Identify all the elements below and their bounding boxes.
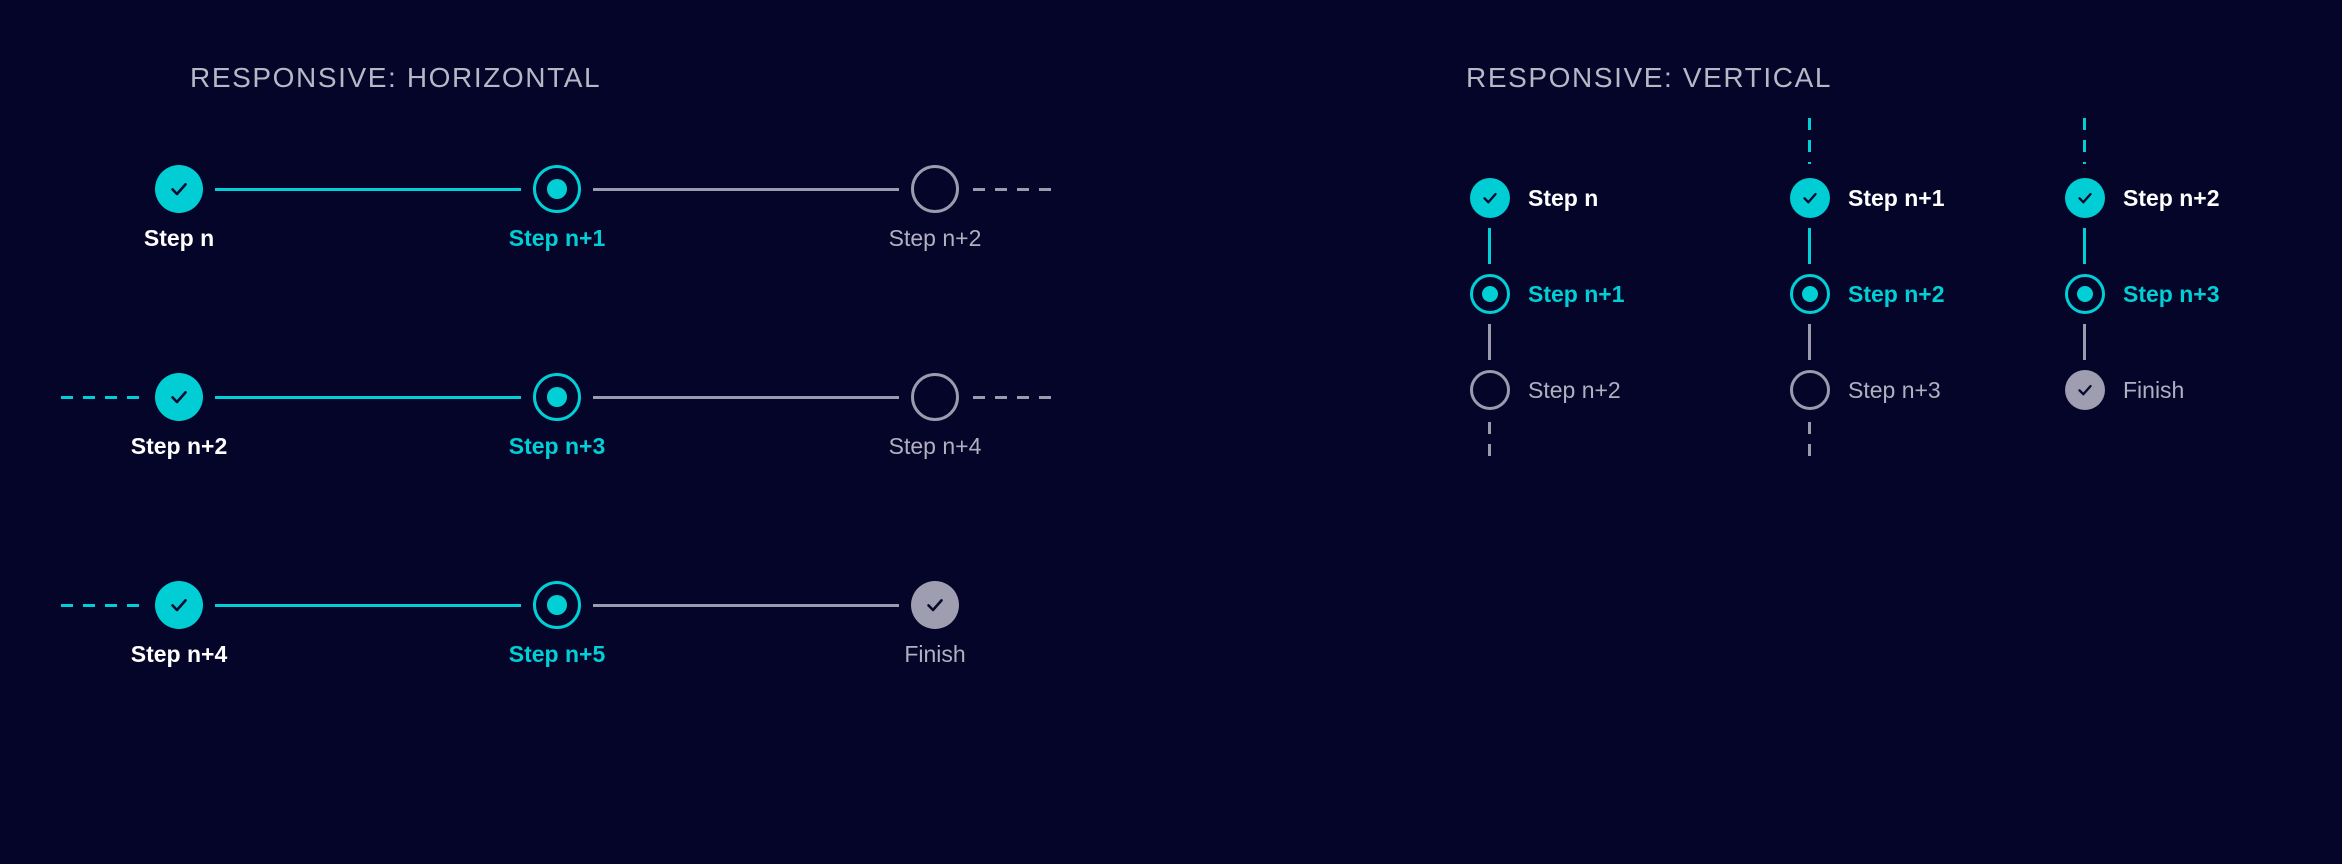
connector-trail-dashed [973, 188, 1057, 191]
stepper-node-row[interactable]: Step n+1 [1470, 274, 1890, 314]
stepper-node-label: Step n [143, 225, 215, 251]
horizontal-stepper-row: Step n+4 Step n+5 Finish [61, 581, 1095, 701]
connector-lead-dashed [61, 604, 139, 607]
stepper-node[interactable] [1790, 370, 1830, 410]
stepper-node[interactable] [2065, 370, 2105, 410]
stepper-node[interactable] [2065, 274, 2105, 314]
connector-segment [1488, 324, 1491, 360]
stepper-node-label: Step n+4 [130, 641, 228, 667]
connector-segment [2083, 228, 2086, 264]
step-complete-icon [1470, 178, 1510, 218]
stepper-node-row[interactable]: Finish [2065, 370, 2342, 410]
horizontal-stepper-row: Step n Step n+1 Step n+2 [144, 165, 1095, 285]
stepper-node-row[interactable]: Step n+3 [2065, 274, 2342, 314]
connector-lead-dashed [1808, 118, 1811, 164]
step-current-dot [1482, 286, 1498, 302]
stepper-node-label: Step n+2 [2123, 184, 2220, 211]
connector-segment [1808, 324, 1811, 360]
stepper-node-row[interactable]: Step n+2 [2065, 178, 2342, 218]
connector-segment [1808, 228, 1811, 264]
connector-segment [215, 604, 521, 607]
stepper-node[interactable] [533, 373, 581, 421]
step-current-dot [1802, 286, 1818, 302]
stepper-node-row[interactable]: Step n+1 [1790, 178, 2210, 218]
step-current-icon [2065, 274, 2105, 314]
stepper-node-row[interactable]: Step n+3 [1790, 370, 2210, 410]
stepper-node-label: Step n+3 [2123, 280, 2220, 307]
step-inactive-icon [911, 165, 959, 213]
step-current-icon [1470, 274, 1510, 314]
stepper-node[interactable] [911, 581, 959, 629]
stepper-node[interactable] [1470, 370, 1510, 410]
stepper-node-label: Step n+2 [888, 225, 982, 251]
connector-segment [593, 604, 899, 607]
step-complete-icon [2065, 178, 2105, 218]
stepper-node[interactable] [155, 165, 203, 213]
step-complete-icon [155, 581, 203, 629]
stepper-node-label: Finish [904, 641, 966, 667]
stepper-node-label: Step n+3 [1848, 376, 1941, 403]
connector-lead-dashed [2083, 118, 2086, 164]
stepper-node[interactable] [1790, 274, 1830, 314]
step-current-dot [547, 595, 567, 615]
connector-segment [593, 396, 899, 399]
connector-trail-dashed [973, 396, 1057, 399]
stepper-node[interactable] [911, 165, 959, 213]
connector-segment [1488, 228, 1491, 264]
step-current-icon [1790, 274, 1830, 314]
connector-segment [593, 188, 899, 191]
stepper-node-label: Step n+2 [1528, 376, 1621, 403]
stepper-node[interactable] [533, 581, 581, 629]
step-current-icon [533, 165, 581, 213]
vertical-section-title: RESPONSIVE: VERTICAL [1466, 62, 1833, 93]
step-current-icon [533, 373, 581, 421]
stepper-node[interactable] [911, 373, 959, 421]
step-complete-icon [1790, 178, 1830, 218]
stepper-node-label: Step n+3 [508, 433, 606, 459]
step-current-dot [2077, 286, 2093, 302]
connector-segment [2083, 324, 2086, 360]
stepper-node-label: Step n+1 [1848, 184, 1945, 211]
stepper-node[interactable] [155, 373, 203, 421]
stepper-node[interactable] [2065, 178, 2105, 218]
connector-trail-dashed [1488, 422, 1491, 466]
connector-segment [215, 188, 521, 191]
step-current-icon [533, 581, 581, 629]
step-finish-icon [2065, 370, 2105, 410]
connector-segment [215, 396, 521, 399]
step-current-dot [547, 179, 567, 199]
stepper-node[interactable] [1470, 178, 1510, 218]
step-complete-icon [155, 165, 203, 213]
stepper-node-label: Step n+2 [130, 433, 228, 459]
stepper-node-label: Step n+4 [888, 433, 982, 459]
stepper-node-label: Step n+2 [1848, 280, 1945, 307]
stepper-node-row[interactable]: Step n+2 [1790, 274, 2210, 314]
stepper-node[interactable] [155, 581, 203, 629]
stepper-node-row[interactable]: Step n+2 [1470, 370, 1890, 410]
step-inactive-icon [1470, 370, 1510, 410]
step-finish-icon [911, 581, 959, 629]
horizontal-stepper-row: Step n+2 Step n+3 Step n+4 [61, 373, 1095, 493]
stepper-node[interactable] [1470, 274, 1510, 314]
horizontal-section-title: RESPONSIVE: HORIZONTAL [190, 62, 602, 93]
step-inactive-icon [911, 373, 959, 421]
step-inactive-icon [1790, 370, 1830, 410]
stepper-node[interactable] [533, 165, 581, 213]
stepper-node-label: Step n+5 [508, 641, 606, 667]
stepper-node-label: Step n+1 [1528, 280, 1625, 307]
stepper-node-label: Step n [1528, 184, 1599, 211]
stepper-node-label: Finish [2123, 376, 2185, 403]
step-current-dot [547, 387, 567, 407]
step-complete-icon [155, 373, 203, 421]
stepper-node-row[interactable]: Step n [1470, 178, 1890, 218]
connector-lead-dashed [61, 396, 139, 399]
connector-trail-dashed [1808, 422, 1811, 466]
stepper-node[interactable] [1790, 178, 1830, 218]
stepper-node-label: Step n+1 [508, 225, 606, 251]
